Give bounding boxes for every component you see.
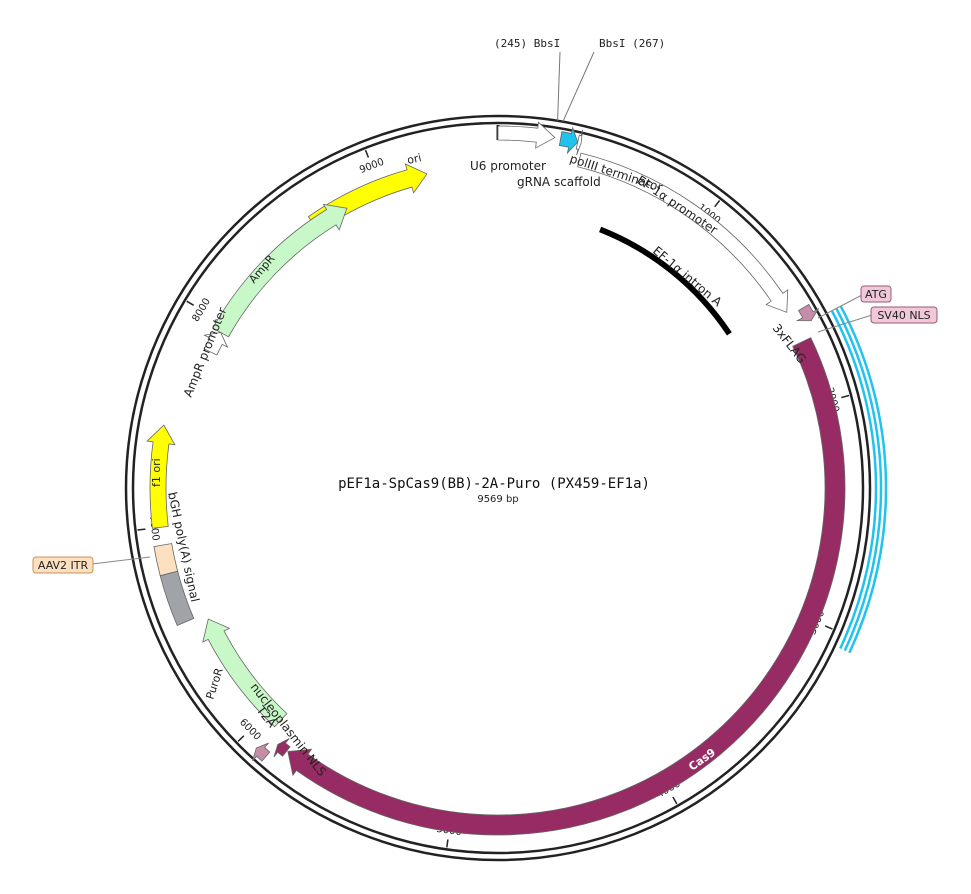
feature-cas9: [287, 337, 846, 836]
site-leader: [557, 51, 561, 121]
feature-f1-ori: [146, 424, 176, 529]
feature-ampr: [212, 203, 348, 338]
highlight-stripe: [839, 305, 888, 654]
feature-nucleoplasmin-nls: [273, 738, 291, 758]
tick-mark: [714, 200, 721, 208]
sv40-callout: SV40 NLS: [877, 309, 930, 322]
highlight-stripe: [835, 308, 883, 652]
feature-3xflag: [795, 303, 820, 322]
map-length: 9569 bp: [477, 494, 518, 505]
atg-callout: ATG: [865, 288, 887, 301]
feature-ampr-promoter: [203, 332, 229, 356]
feature-u6-promoter: [497, 121, 556, 149]
tick-label: 8000: [190, 296, 213, 323]
label-grna-scaffold: gRNA scaffold: [517, 175, 601, 189]
highlight-stripe: [830, 310, 878, 650]
label-ampr-promoter: AmpR promoter: [181, 305, 230, 399]
label-ori: ori: [406, 151, 423, 167]
tick-mark: [137, 528, 146, 531]
atg-callout-box: [860, 285, 892, 303]
label-f1-ori: f1 ori: [150, 458, 163, 487]
sv40-leader: [817, 314, 873, 333]
backbone-outer-ring: [124, 114, 872, 862]
tick-mark: [186, 300, 195, 306]
feature-t2a: [252, 742, 271, 762]
map-title: pEF1a-SpCas9(BB)-2A-Puro (PX459-EF1a): [338, 476, 650, 492]
atg-leader: [817, 294, 863, 319]
feature-aav2-itr: [153, 543, 179, 577]
label-ef1a-intron: EF-1α intron A: [650, 244, 725, 310]
tick-mark: [446, 839, 449, 848]
feature-arrows: [146, 121, 846, 836]
site-leader: [562, 51, 595, 122]
tick-mark: [841, 394, 850, 399]
tick-mark: [237, 735, 245, 742]
sv40-callout-box: [870, 306, 938, 324]
label-u6-promoter: U6 promoter: [470, 159, 546, 173]
feature-poliii-terminator: [575, 129, 583, 156]
restriction-sites: [557, 51, 595, 122]
tick-label: 9000: [358, 157, 386, 177]
feature-grna-scaffold: [558, 126, 579, 155]
site-label-bbsi-245: (245) BbsI: [494, 37, 560, 50]
feature-ef-1-promoter: [577, 152, 789, 313]
selection-highlight: [830, 305, 888, 654]
tick-mark: [364, 149, 370, 158]
tick-mark: [824, 625, 833, 630]
tick-mark: [672, 796, 678, 805]
feature-ef-1-intron-a: [599, 226, 732, 336]
aav2-leader: [91, 556, 151, 565]
label-puror: PuroR: [203, 666, 225, 701]
site-label-bbsi-267: BbsI (267): [599, 37, 665, 50]
backbone-inner-ring: [131, 121, 865, 855]
aav2-callout-box: [32, 556, 94, 574]
aav2-callout: AAV2 ITR: [38, 559, 89, 572]
feature-puror: [202, 618, 288, 728]
